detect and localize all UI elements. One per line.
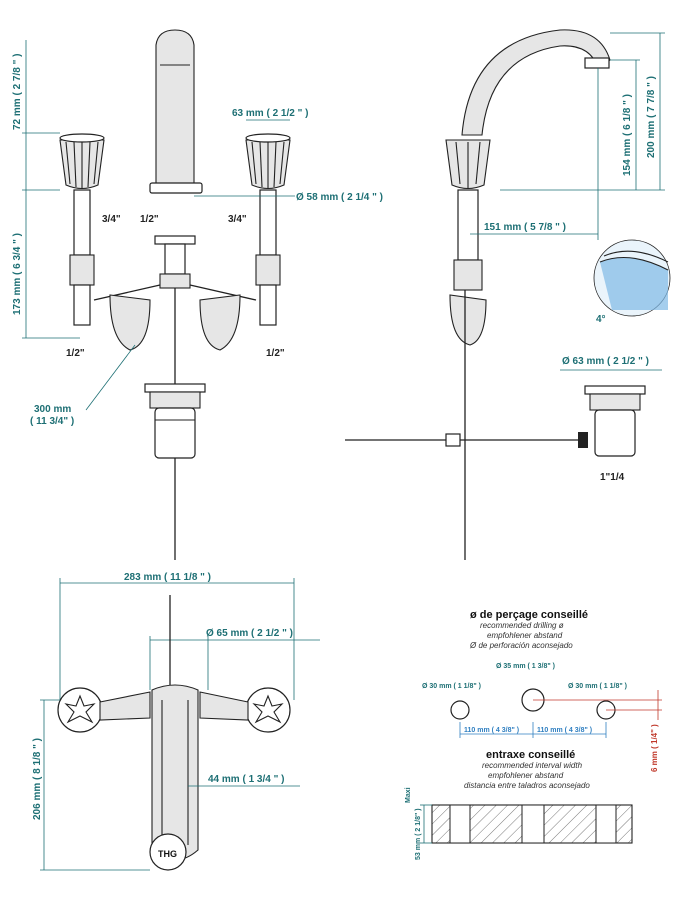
hole-center-label: Ø 35 mm ( 1 3/8" )	[496, 663, 555, 670]
dim-top-handle-dia: Ø 65 mm ( 2 1/2 " )	[206, 628, 293, 639]
hose-length-in: ( 11 3/4" )	[30, 416, 74, 427]
interval-sub-es: distancia entre taladros aconsejado	[464, 781, 590, 790]
max-label: Maxi	[405, 787, 412, 803]
max-thickness: 53 mm ( 2 1/8" )	[415, 808, 422, 860]
dim-body-height: 173 mm ( 6 3/4 " )	[12, 233, 23, 315]
thread-right-bottom: 1/2"	[266, 348, 285, 359]
hose-length-mm: 300 mm	[34, 404, 71, 415]
thread-right-top: 3/4"	[228, 214, 247, 225]
dim-waste-dia: Ø 63 mm ( 2 1/2 " )	[562, 356, 649, 367]
dim-reach: 151 mm ( 5 7/8 " )	[484, 222, 566, 233]
front-view: 72 mm ( 2 7/8 " ) 173 mm ( 6 3/4 " )	[12, 29, 383, 560]
spacing-right: 110 mm ( 4 3/8" )	[537, 727, 592, 734]
interval-sub-en: recommended interval width	[482, 761, 583, 770]
arched-spout	[461, 29, 611, 136]
thread-center: 1/2"	[140, 214, 159, 225]
dim-handle-height: 72 mm ( 2 7/8 " )	[12, 54, 23, 130]
hole-right-label: Ø 30 mm ( 1 1/8" )	[568, 683, 627, 690]
right-hose-loop	[199, 294, 241, 351]
interval-title: entraxe conseillé	[486, 749, 575, 761]
left-hose-loop	[109, 294, 151, 351]
side-view: 154 mm ( 6 1/8 " ) 200 mm ( 7 7/8 " ) 15…	[345, 29, 671, 560]
dim-depth: 206 mm ( 8 1/8 " )	[32, 738, 43, 820]
right-handle	[245, 133, 291, 326]
drilling-sub-es: Ø de perforación aconsejado	[469, 641, 573, 650]
dim-handle-dia: 63 mm ( 2 1/2 " )	[232, 108, 308, 119]
drilling-section: ø de perçage conseillé recommended drill…	[422, 609, 662, 772]
top-spout	[151, 684, 199, 861]
thread-left-bottom: 1/2"	[66, 348, 85, 359]
dim-overall-width: 283 mm ( 11 1/8 " )	[124, 572, 211, 583]
hole-left-label: Ø 30 mm ( 1 1/8" )	[422, 683, 481, 690]
spout-tube	[155, 29, 195, 191]
dim-total-height: 200 mm ( 7 7/8 " )	[646, 76, 657, 158]
drilling-title: ø de perçage conseillé	[470, 609, 588, 621]
interval-sub-de: empfohlener abstand	[488, 771, 564, 780]
waste-flange	[144, 383, 206, 393]
dim-spout-dia: Ø 58 mm ( 2 1/4 " )	[296, 192, 383, 203]
interval-section: entraxe conseillé recommended interval w…	[405, 749, 633, 860]
spout-base	[149, 182, 203, 194]
thread-left-top: 3/4"	[102, 214, 121, 225]
drilling-sub-en: recommended drilling ø	[480, 621, 564, 630]
center-nut	[154, 235, 196, 245]
offset-dim: 6 mm ( 1/4" )	[650, 724, 659, 772]
logo-disc	[149, 833, 187, 871]
angle-label: 4°	[596, 314, 606, 325]
dim-spout-rise: 154 mm ( 6 1/8 " )	[622, 94, 633, 176]
drilling-sub-de: empfohlener abstand	[487, 631, 563, 640]
logo-text: THG	[158, 849, 177, 859]
left-handle	[59, 133, 105, 326]
top-view: 283 mm ( 11 1/8 " ) Ø 65 mm ( 2 1/2 " ) …	[32, 572, 320, 871]
dim-spout-width: 44 mm ( 1 3/4 " )	[208, 774, 284, 785]
spacing-left: 110 mm ( 4 3/8" )	[464, 727, 519, 734]
waste-thread: 1"1/4	[600, 472, 625, 483]
hole-left	[450, 700, 470, 720]
